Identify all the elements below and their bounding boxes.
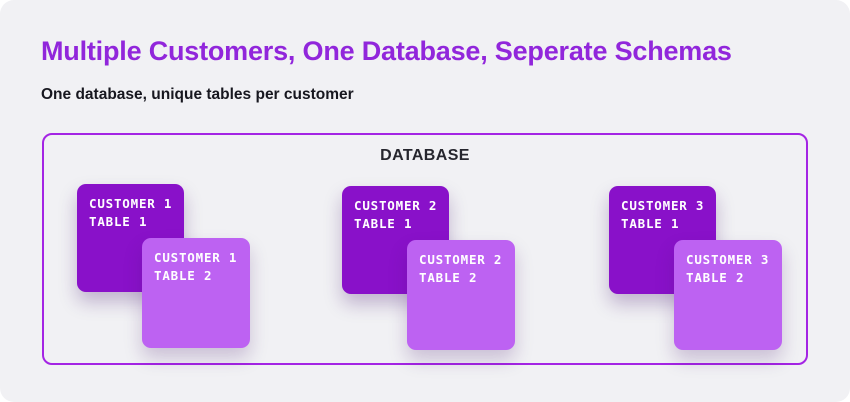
card-line-customer: CUSTOMER 3 [686, 252, 770, 267]
card-line-customer: CUSTOMER 2 [419, 252, 503, 267]
card-line-table: TABLE 2 [419, 270, 478, 285]
schema-group-customer-3: CUSTOMER 3 TABLE 1 CUSTOMER 3 TABLE 2 [609, 186, 787, 354]
card-line-customer: CUSTOMER 1 [154, 250, 238, 265]
page-subtitle: One database, unique tables per customer [41, 86, 354, 103]
table-card-customer3-table2: CUSTOMER 3 TABLE 2 [674, 240, 782, 350]
card-line-customer: CUSTOMER 1 [89, 196, 173, 211]
database-box: DATABASE CUSTOMER 1 TABLE 1 CUSTOMER 1 T… [42, 133, 808, 365]
table-card-customer2-table2: CUSTOMER 2 TABLE 2 [407, 240, 515, 350]
schema-group-customer-1: CUSTOMER 1 TABLE 1 CUSTOMER 1 TABLE 2 [77, 184, 255, 352]
card-line-table: TABLE 2 [154, 268, 213, 283]
database-label: DATABASE [380, 147, 470, 164]
card-line-table: TABLE 2 [686, 270, 745, 285]
page-title: Multiple Customers, One Database, Sepera… [41, 36, 732, 66]
card-line-table: TABLE 1 [354, 216, 413, 231]
table-card-customer1-table2: CUSTOMER 1 TABLE 2 [142, 238, 250, 348]
card-line-customer: CUSTOMER 3 [621, 198, 705, 213]
card-line-table: TABLE 1 [89, 214, 148, 229]
card-line-customer: CUSTOMER 2 [354, 198, 438, 213]
card-line-table: TABLE 1 [621, 216, 680, 231]
schema-group-customer-2: CUSTOMER 2 TABLE 1 CUSTOMER 2 TABLE 2 [342, 186, 520, 354]
